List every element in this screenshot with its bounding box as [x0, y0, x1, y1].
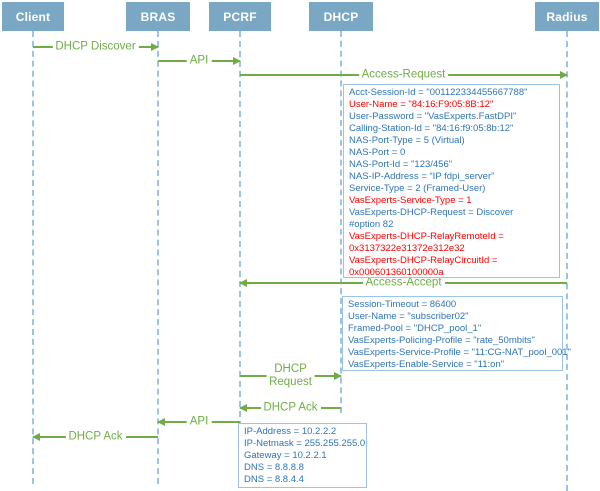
attribute-line: User-Name = "subscriber02" — [348, 311, 469, 322]
attribute-line: Gateway = 10.2.2.1 — [244, 450, 327, 461]
actor-label: Client — [15, 9, 51, 24]
message-label-line: API — [189, 415, 209, 428]
attribute-line: DNS = 8.8.4.4 — [244, 474, 304, 485]
message-label-line: DHCP — [274, 363, 307, 375]
attribute-line: IP-Address = 10.2.2.2 — [244, 426, 337, 437]
attribute-line: IP-Netmask = 255.255.255.0 — [244, 438, 366, 449]
attribute-line: 0x3137322e31372e312e32 — [349, 243, 465, 254]
arrowhead-left-icon — [239, 403, 247, 412]
message-label: API — [186, 415, 212, 429]
attribute-line: VasExperts-DHCP-RelayCircuitId = — [349, 255, 498, 266]
lifeline-pcrf — [239, 31, 241, 437]
actor-bras: BRAS — [126, 2, 190, 31]
lifeline-dhcp — [340, 31, 342, 413]
attribute-line: VasExperts-Service-Type = 1 — [349, 195, 472, 206]
message-label-line: DHCP Ack — [263, 401, 318, 414]
attribute-line: NAS-Port-Type = 5 (Virtual) — [349, 135, 465, 146]
actor-label: BRAS — [140, 9, 176, 24]
message-label-line: DHCP Discover — [55, 40, 136, 53]
arrowhead-right-icon — [334, 371, 342, 380]
attribute-line: Session-Timeout = 86400 — [348, 299, 457, 310]
message-label: API — [186, 54, 212, 68]
message-label: Access-Request — [358, 68, 449, 82]
arrowhead-right-icon — [233, 56, 241, 65]
message-label-line: Request — [269, 376, 312, 388]
message-label-line: API — [189, 54, 209, 67]
actor-client: Client — [2, 2, 64, 31]
actor-label: DHCP — [323, 9, 359, 24]
attribute-line: Acct-Session-Id = "001122334455667788" — [349, 87, 528, 98]
attribute-line: Calling-Station-Id = "84:16:f9:05:8b:12" — [349, 123, 514, 134]
attribute-line: Framed-Pool = "DHCP_pool_1" — [348, 323, 482, 334]
attribute-line: Service-Type = 2 (Framed-User) — [349, 183, 486, 194]
access-request-attributes: Acct-Session-Id = "001122334455667788"Us… — [343, 84, 560, 278]
message-label: Access-Accept — [362, 276, 445, 290]
message-label-line: Access-Accept — [365, 276, 442, 289]
actor-dhcp: DHCP — [309, 2, 373, 31]
arrowhead-left-icon — [32, 432, 40, 441]
lifeline-client — [32, 31, 34, 484]
attribute-line: NAS-Port = 0 — [349, 147, 406, 158]
arrowhead-right-icon — [151, 42, 159, 51]
actor-radius: Radius — [535, 2, 599, 31]
attribute-line: VasExperts-DHCP-RelayRemoteId = — [349, 231, 504, 242]
attribute-line: User-Name = "84:16:F9:05:8B:12" — [349, 99, 494, 110]
attribute-line: VasExperts-Service-Profile = "11:CG-NAT_… — [348, 347, 571, 358]
message-label-line: Access-Request — [361, 68, 446, 81]
attribute-line: DNS = 8.8.8.8 — [244, 462, 304, 473]
attribute-line: 0x000601360100000a — [349, 267, 444, 278]
arrowhead-left-icon — [157, 417, 165, 426]
message-label-line: DHCP Ack — [68, 430, 123, 443]
attribute-line: VasExperts-DHCP-Request = Discover — [349, 207, 514, 218]
arrowhead-right-icon — [560, 70, 568, 79]
lifeline-bras — [157, 31, 159, 484]
actor-pcrf: PCRF — [209, 2, 271, 31]
attribute-line: User-Password = "VasExperts.FastDPI" — [349, 111, 517, 122]
arrowhead-left-icon — [239, 278, 247, 287]
attribute-line: NAS-IP-Address = “IP fdpi_server” — [349, 171, 495, 182]
message-label: DHCP Discover — [52, 40, 139, 54]
attribute-line: NAS-Port-Id = "123/456" — [349, 159, 453, 170]
actor-label: PCRF — [223, 9, 257, 24]
attribute-line: VasExperts-Enable-Service = "11:on" — [348, 359, 505, 370]
attribute-line: #option 82 — [349, 219, 394, 230]
message-label: DHCP Ack — [260, 401, 321, 415]
message-label: DHCP Ack — [65, 430, 126, 444]
actor-label: Radius — [546, 9, 588, 24]
attribute-line: VasExperts-Policing-Profile = "rate_50mb… — [348, 335, 535, 346]
lifeline-radius — [566, 31, 568, 491]
